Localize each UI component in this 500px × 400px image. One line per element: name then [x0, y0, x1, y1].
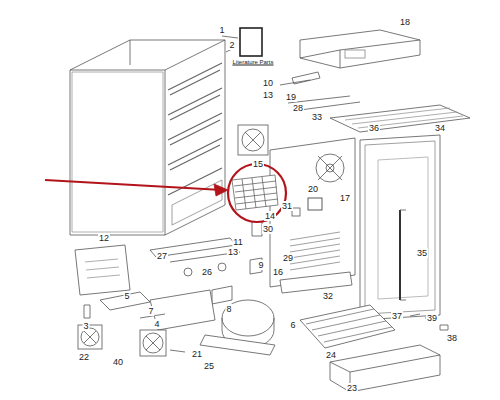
- callout-number: 7: [147, 306, 154, 316]
- callout-number: 9: [257, 260, 264, 270]
- callout-number: 29: [282, 253, 294, 263]
- literature-label: Literature Parts: [231, 59, 274, 66]
- callout-number: 18: [399, 17, 411, 27]
- callout-number: 13: [227, 247, 239, 257]
- callout-number: 35: [416, 248, 428, 258]
- callout-number: 34: [434, 123, 446, 133]
- callout-number: 32: [322, 291, 334, 301]
- callout-number: 31: [281, 201, 293, 211]
- callout-number: 15: [252, 159, 264, 169]
- callout-number: 37: [391, 311, 403, 321]
- callout-number: 40: [112, 357, 124, 367]
- callout-number: 23: [346, 383, 358, 393]
- callout-number: 27: [156, 251, 168, 261]
- callout-number: 16: [272, 267, 284, 277]
- callout-number: 33: [311, 112, 323, 122]
- callout-number: 5: [123, 291, 130, 301]
- callout-number: 14: [264, 211, 276, 221]
- callout-number: 24: [325, 350, 337, 360]
- callout-number: 10: [262, 78, 274, 88]
- callout-number: 25: [203, 361, 215, 371]
- callout-number: 3: [82, 321, 89, 331]
- callout-number: 19: [285, 92, 297, 102]
- callout-number: 38: [446, 333, 458, 343]
- callout-number: 30: [262, 224, 274, 234]
- callout-number: 36: [368, 123, 380, 133]
- callout-number: 22: [78, 352, 90, 362]
- callout-number: 8: [225, 304, 232, 314]
- callout-number: 21: [191, 349, 203, 359]
- callout-number: 20: [307, 184, 319, 194]
- callout-number: 12: [98, 233, 110, 243]
- callout-number: 39: [426, 313, 438, 323]
- callout-number: 13: [262, 90, 274, 100]
- callout-number: 4: [153, 319, 160, 329]
- callout-number: 1: [218, 25, 225, 35]
- callout-number: 17: [339, 193, 351, 203]
- callout-number: 11: [232, 237, 243, 247]
- callout-number: 6: [289, 320, 296, 330]
- callout-number: 2: [228, 40, 235, 50]
- callout-number: 26: [201, 267, 213, 277]
- callout-number: 28: [292, 103, 304, 113]
